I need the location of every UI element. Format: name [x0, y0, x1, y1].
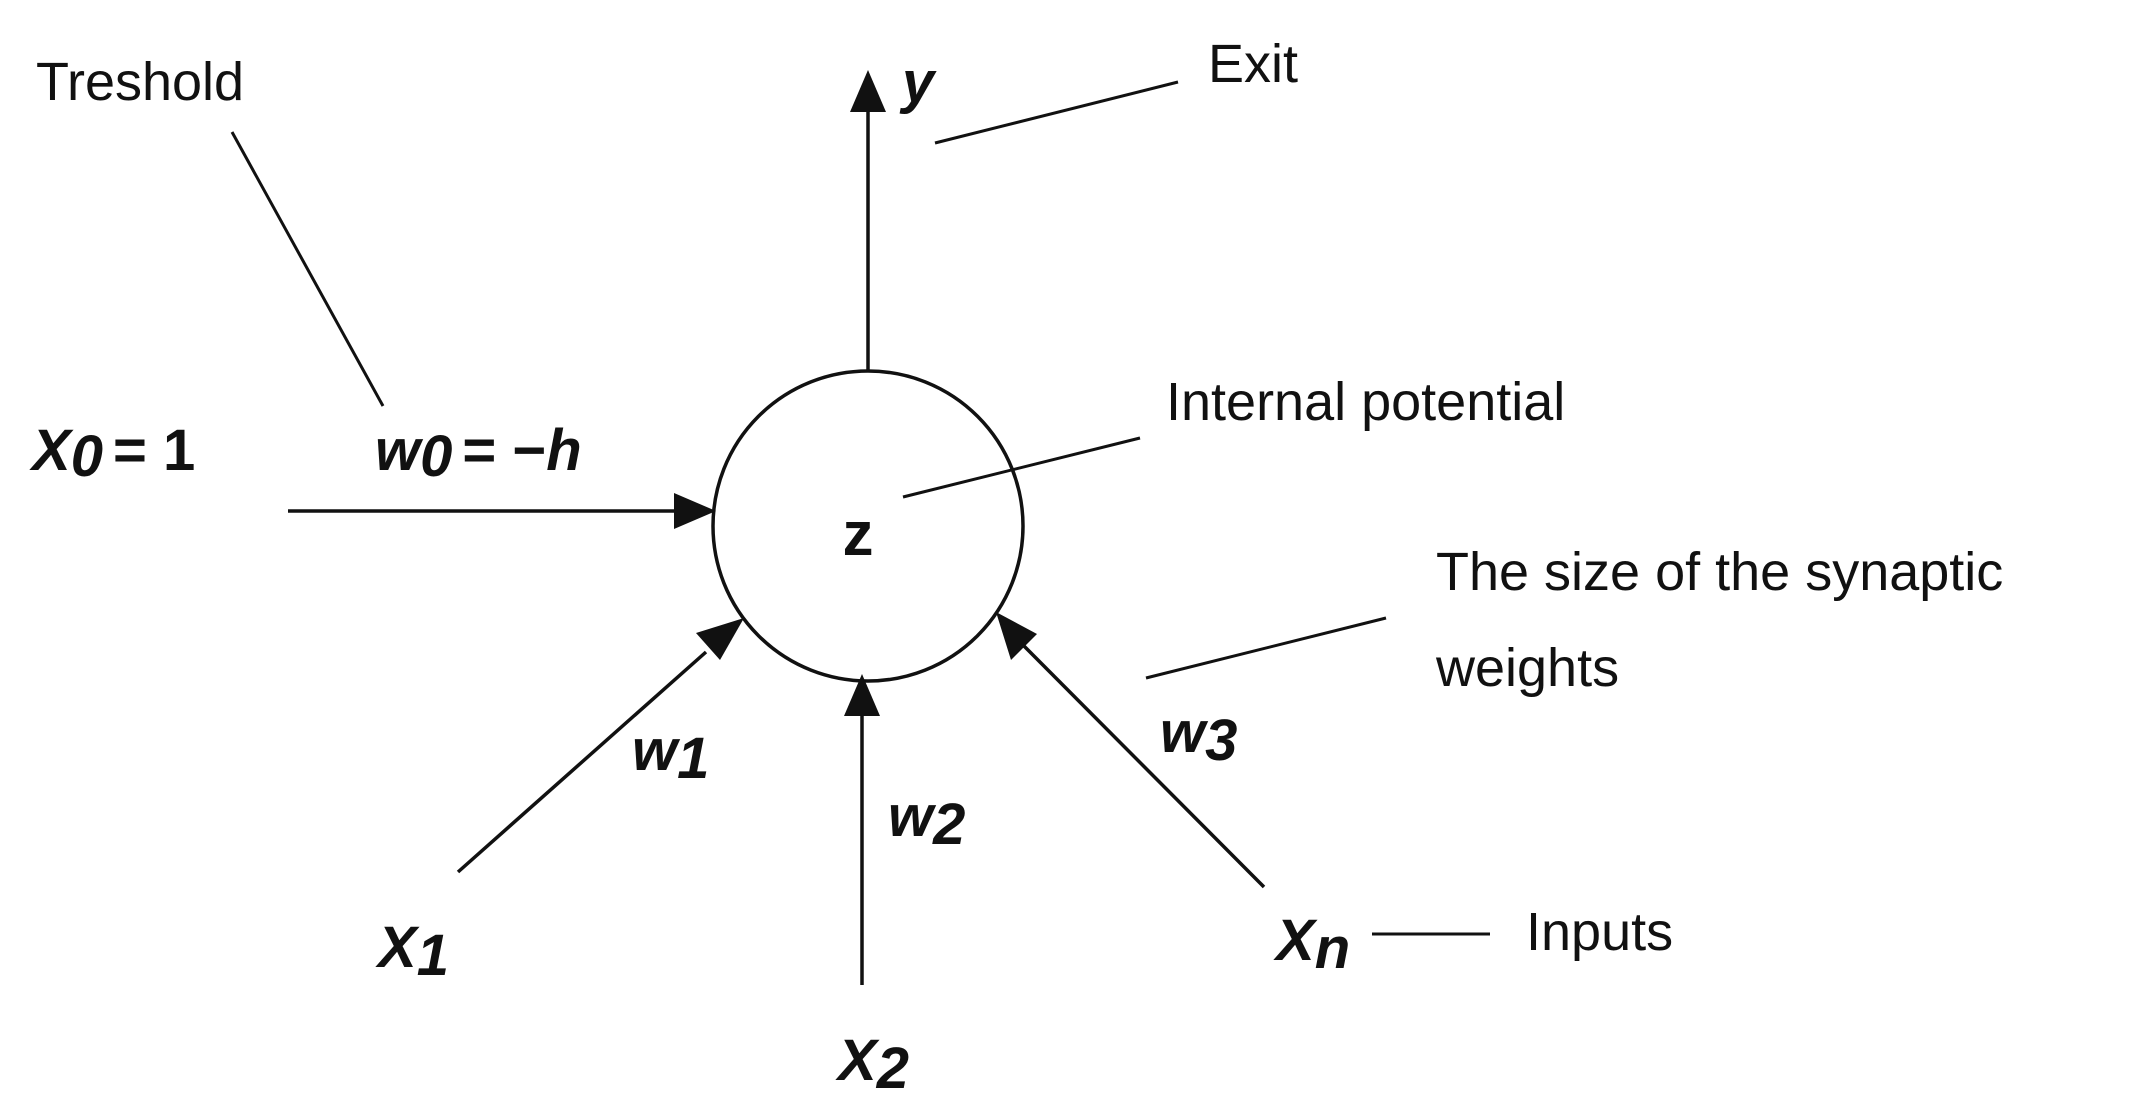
xn-arrow-line	[1022, 644, 1266, 889]
w2-var: w	[888, 784, 937, 849]
bias-input-sub: 0	[71, 424, 103, 489]
threshold-annotation: Treshold	[36, 52, 244, 112]
output-arrowhead	[850, 70, 886, 112]
bias-input-label: X0= 1	[29, 418, 195, 489]
x2-sub: 2	[876, 1036, 909, 1101]
x1-var: X	[375, 915, 420, 980]
x1-label: X1	[375, 915, 449, 988]
xn-label: Xn	[1273, 908, 1350, 981]
w1-sub: 1	[677, 726, 709, 791]
inputs-annotation: Inputs	[1526, 902, 1673, 962]
x1-sub: 1	[417, 923, 449, 988]
w2-label: w2	[888, 784, 965, 857]
x2-label: X2	[835, 1028, 909, 1101]
w1-label: w1	[632, 718, 709, 791]
x1-arrowhead	[696, 618, 744, 660]
bias-weight-var: w	[375, 418, 424, 483]
w3-label: w3	[1160, 700, 1237, 773]
w2-sub: 2	[932, 792, 965, 857]
internal-potential-leader-line	[902, 436, 1141, 499]
threshold-leader-line	[230, 131, 385, 407]
x2-arrowhead	[844, 674, 880, 716]
bias-input-value: = 1	[113, 418, 195, 483]
synaptic-weights-annotation-line2: weights	[1435, 638, 1619, 698]
x1-arrow-line	[456, 650, 708, 874]
w1-var: w	[632, 718, 681, 783]
xn-sub: n	[1315, 916, 1350, 981]
output-label: y	[899, 50, 937, 115]
bias-weight-label: w0= −h	[375, 418, 582, 489]
w3-var: w	[1160, 700, 1209, 765]
w3-sub: 3	[1205, 708, 1237, 773]
x2-var: X	[835, 1028, 880, 1093]
xn-var: X	[1273, 908, 1318, 973]
bias-input-var: X	[29, 418, 74, 483]
exit-leader-line	[934, 80, 1179, 145]
bias-weight-h: h	[546, 418, 581, 483]
synaptic-weights-leader-line	[1145, 616, 1387, 680]
xn-arrowhead	[996, 612, 1037, 660]
bias-arrowhead	[674, 493, 716, 529]
neuron-label: z	[843, 500, 874, 569]
bias-weight-eq: = −	[462, 418, 546, 483]
synaptic-weights-annotation-line1: The size of the synaptic	[1436, 542, 2003, 602]
internal-potential-annotation: Internal potential	[1166, 372, 1565, 432]
exit-annotation: Exit	[1208, 34, 1298, 94]
bias-weight-sub: 0	[420, 424, 452, 489]
